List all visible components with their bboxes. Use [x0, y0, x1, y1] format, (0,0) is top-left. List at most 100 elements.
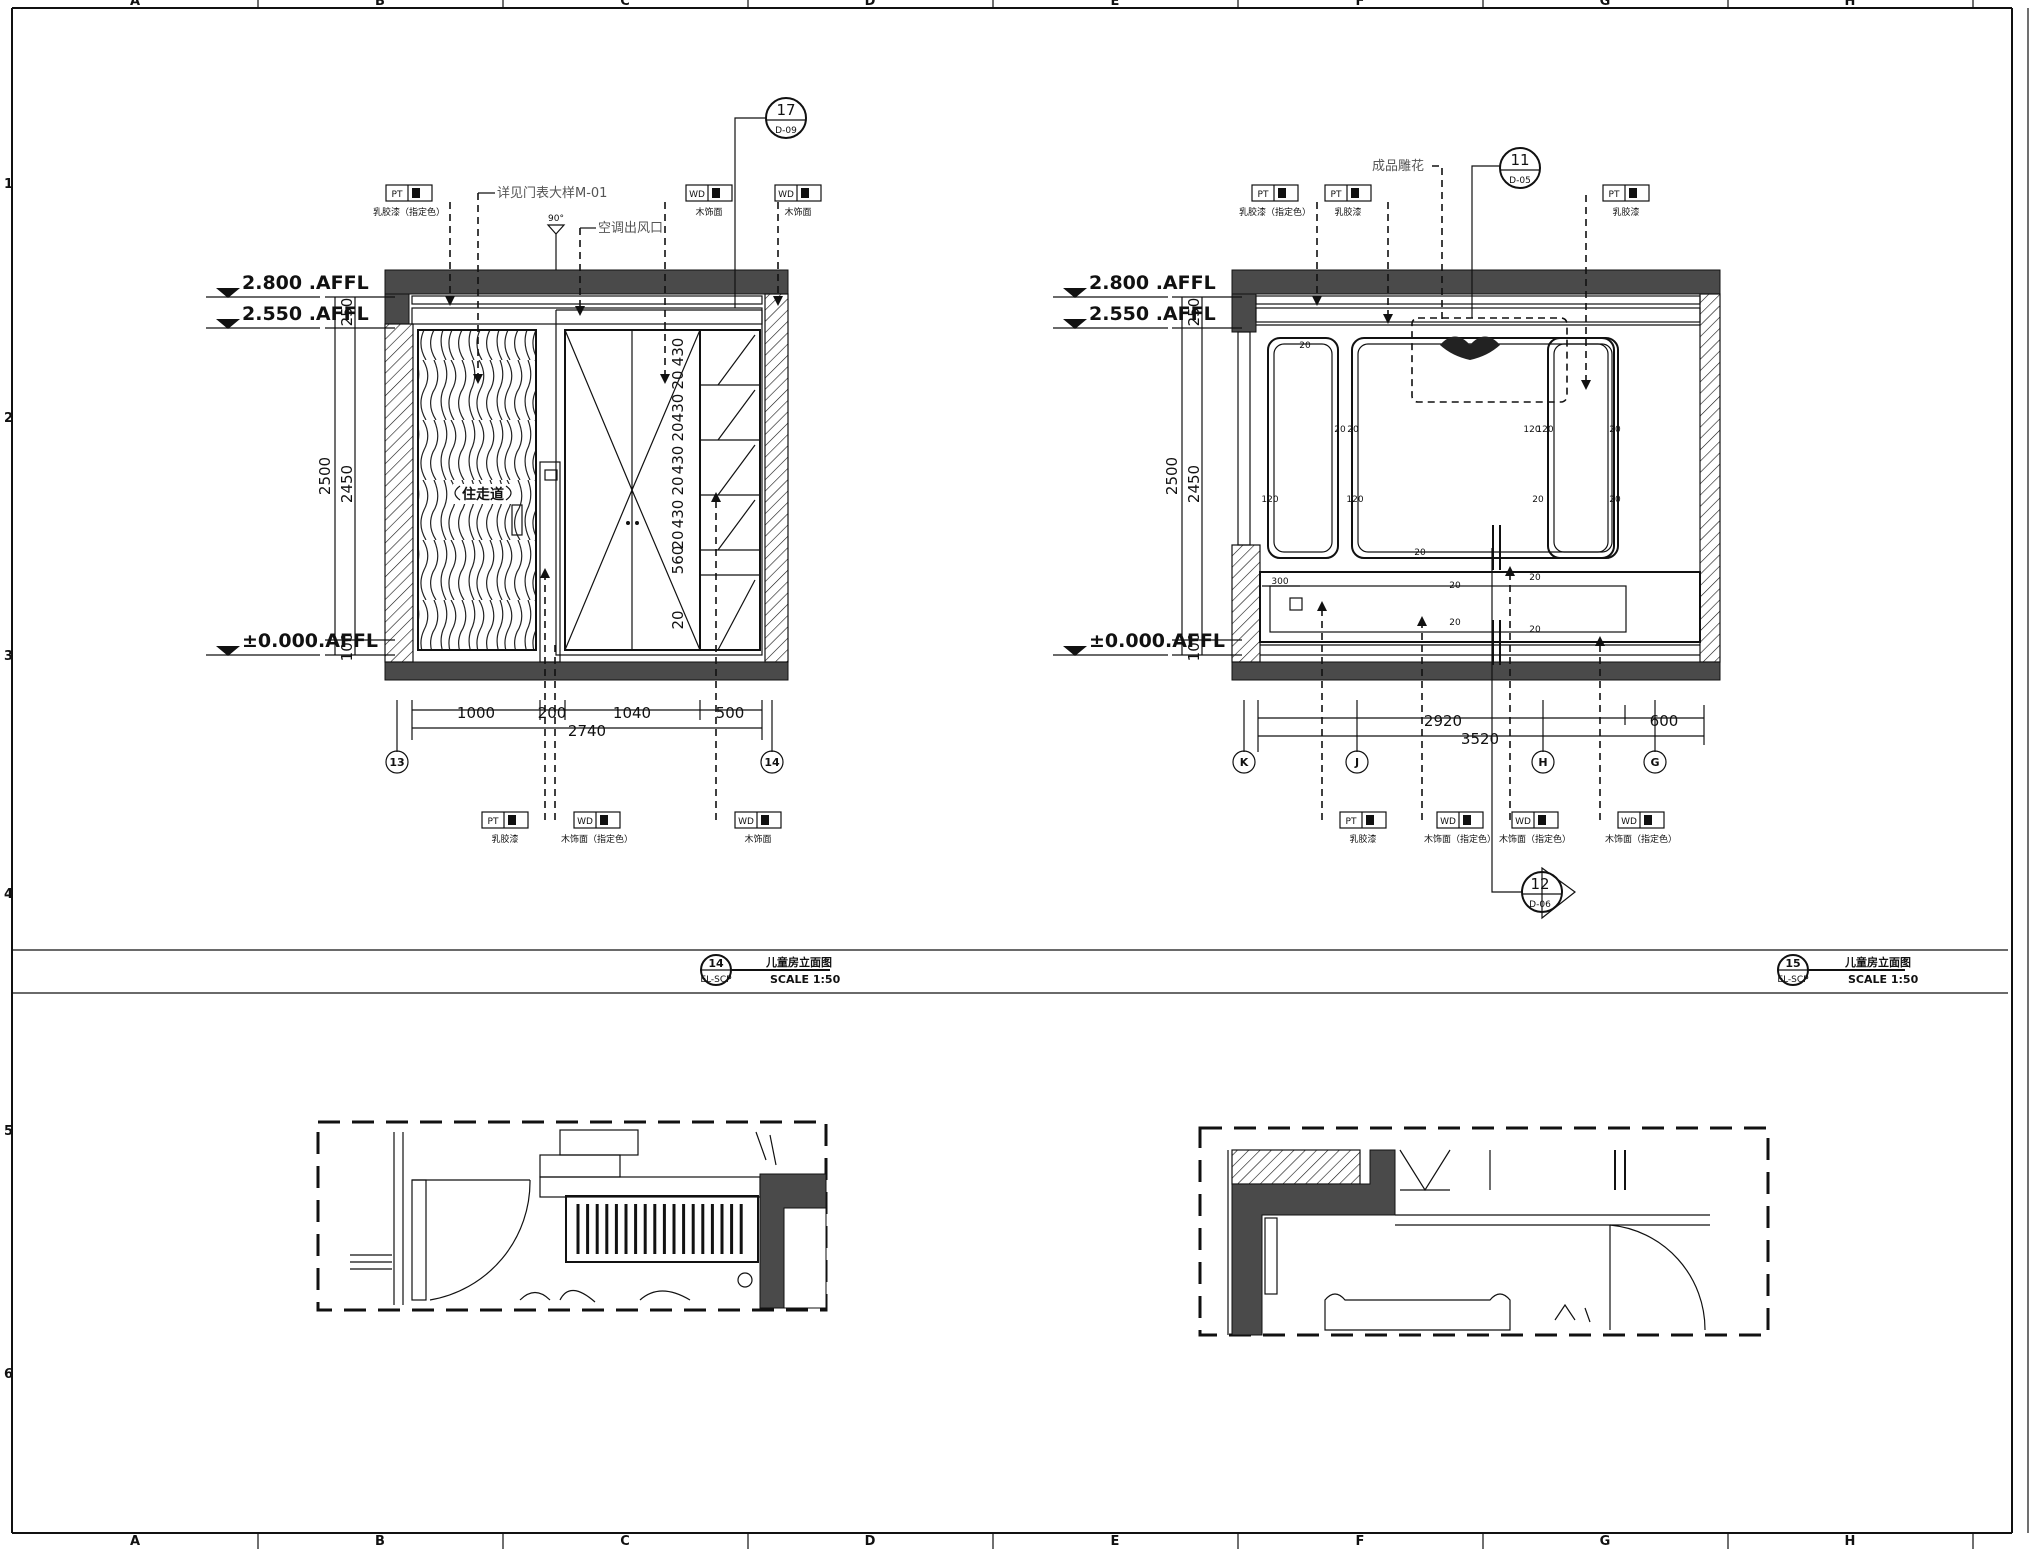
row-label: 5	[4, 1124, 13, 1139]
row-label: 6	[4, 1367, 13, 1382]
dim-vertical-250: 250	[1185, 298, 1203, 327]
row-label: 3	[4, 649, 13, 664]
floor-slab	[384, 661, 789, 681]
material-desc: 乳胶漆	[1612, 206, 1639, 218]
material-tag	[1617, 811, 1665, 829]
row-label: 4	[4, 887, 13, 902]
shelf-dim: 20	[669, 370, 687, 389]
level-label: 2.800 .AFFL	[1089, 272, 1216, 294]
dim-200: 200	[538, 704, 567, 722]
detail-callout-number: 11	[1510, 151, 1529, 169]
material-code: WD	[689, 190, 705, 200]
column-label: G	[1600, 0, 1611, 9]
material-tags-top: PT 乳胶漆（指定色） WD 木饰面 WD 木饰面	[373, 184, 822, 218]
row-label: 1	[4, 177, 13, 192]
panel-dim: 120	[1346, 495, 1363, 505]
material-code: WD	[778, 190, 794, 200]
shelf-dim: 20	[669, 530, 687, 549]
panel-dim: 120	[1536, 425, 1553, 435]
ceiling-slab	[1231, 269, 1721, 295]
carving-zone	[1411, 317, 1568, 403]
material-tag	[1324, 184, 1372, 202]
material-desc: 木饰面	[784, 206, 811, 218]
dim-vertical-2500: 2500	[316, 457, 334, 495]
material-tag	[481, 811, 529, 829]
dim-vertical-2450: 2450	[338, 465, 356, 503]
panel-dim: 20	[1449, 581, 1461, 591]
detail-callout-ref: D-05	[1509, 176, 1531, 186]
column-label: E	[1111, 0, 1120, 9]
panel-dim: 120	[1523, 425, 1540, 435]
level-label: 2.550 .AFFL	[1089, 303, 1216, 325]
title-number: 14	[708, 957, 724, 970]
detail-callout-ref: D-09	[775, 126, 797, 136]
grid-bubble-13: 13	[389, 756, 404, 769]
dim-vertical-2500: 2500	[1163, 457, 1181, 495]
section-callout-ref: D-06	[1529, 900, 1551, 910]
shelf-dim: 20	[669, 476, 687, 495]
dim-vertical-100: 100	[1185, 633, 1203, 662]
panel-dim: 20	[1334, 425, 1346, 435]
key-plan-left	[316, 1120, 828, 1312]
material-desc: 木饰面（指定色）	[1605, 833, 1677, 845]
dim-2920: 2920	[1424, 712, 1462, 730]
panel-dim: 20	[1609, 425, 1621, 435]
column-label: H	[1845, 1534, 1856, 1549]
wall-panel-right	[1547, 337, 1619, 559]
material-desc: 乳胶漆（指定色）	[373, 206, 445, 218]
material-desc: 木饰面（指定色）	[1499, 833, 1571, 845]
material-desc: 乳胶漆（指定色）	[1239, 206, 1311, 218]
detail-callout-number: 17	[776, 101, 795, 119]
panel-dim: 20	[1529, 573, 1541, 583]
grid-bubble: K	[1240, 756, 1249, 769]
material-code: WD	[738, 817, 754, 827]
material-code: PT	[1331, 190, 1342, 200]
vent-note: 空调出风口	[598, 221, 663, 236]
material-code: WD	[1515, 817, 1531, 827]
material-tag	[1511, 811, 1559, 829]
vent-angle: 90°	[548, 214, 564, 224]
panel-dim: 20	[1529, 625, 1541, 635]
grid-bubble-14: 14	[764, 756, 780, 769]
column-label: C	[620, 1534, 630, 1549]
column-label: A	[130, 0, 140, 9]
column-label: G	[1600, 1534, 1611, 1549]
material-tag	[685, 184, 733, 202]
sheet-frame	[11, 7, 2029, 1534]
material-desc: 木饰面	[744, 833, 771, 845]
material-desc: 木饰面	[695, 206, 722, 218]
corridor-label: 住走道	[462, 486, 504, 503]
bed-base	[1259, 571, 1701, 643]
level-label: ±0.000.AFFL	[242, 630, 378, 652]
material-code: PT	[392, 190, 403, 200]
material-tag	[385, 184, 433, 202]
material-tag	[1602, 184, 1650, 202]
material-code: PT	[1346, 817, 1357, 827]
shelf-dim: 430	[669, 446, 687, 475]
level-label: ±0.000.AFFL	[1089, 630, 1225, 652]
material-desc: 木饰面（指定色）	[561, 833, 633, 845]
drawing-title-14: 14 EL-SCP 儿童房立面图 SCALE 1:50	[700, 954, 841, 986]
material-code: WD	[1621, 817, 1637, 827]
column-label: A	[130, 1534, 140, 1549]
dim-vertical-250: 250	[338, 298, 356, 327]
floor-slab	[1231, 661, 1721, 681]
material-desc: 木饰面（指定色）	[1424, 833, 1496, 845]
dim-vertical-2450: 2450	[1185, 465, 1203, 503]
material-desc: 乳胶漆	[1334, 206, 1361, 218]
key-plan-right	[1198, 1126, 1770, 1337]
column-label: B	[375, 1534, 385, 1549]
drawing-title-15: 15 EL-SCP 儿童房立面图 SCALE 1:50	[1777, 954, 1919, 986]
material-tag	[1251, 184, 1299, 202]
shelf-dim: 20	[669, 610, 687, 629]
dim-600: 600	[1650, 712, 1679, 730]
